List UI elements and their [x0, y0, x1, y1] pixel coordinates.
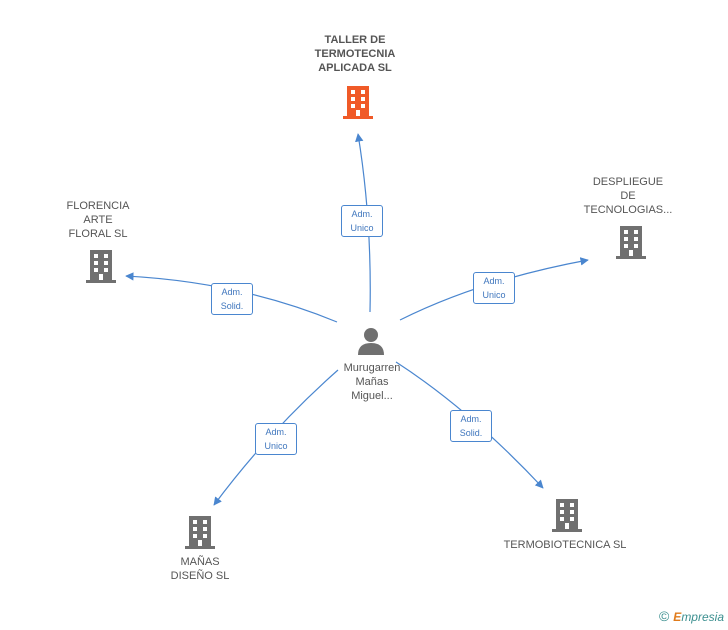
role-badge-termobiotecnica[interactable]: Adm. Solid.	[450, 410, 492, 442]
building-icon-manas[interactable]	[184, 514, 216, 550]
building-icon-termobiotecnica[interactable]	[551, 497, 583, 533]
building-icon-despliegue[interactable]	[615, 224, 647, 260]
role-badge-florencia[interactable]: Adm. Solid.	[211, 283, 253, 315]
brand-logo-letter: E	[673, 610, 682, 624]
person-icon[interactable]	[357, 326, 385, 356]
company-label-taller[interactable]: TALLER DE TERMOTECNIA APLICADA SL	[314, 34, 396, 74]
role-badge-taller[interactable]: Adm. Unico	[341, 205, 383, 237]
company-label-despliegue[interactable]: DESPLIEGUE DE TECNOLOGIAS...	[583, 176, 673, 216]
company-label-termobiotecnica[interactable]: TERMOBIOTECNICA SL	[503, 539, 627, 551]
company-label-florencia[interactable]: FLORENCIA ARTE FLORAL SL	[66, 200, 130, 240]
copyright-icon: ©	[658, 608, 670, 624]
building-icon-florencia[interactable]	[85, 248, 117, 284]
role-badge-manas[interactable]: Adm. Unico	[255, 423, 297, 455]
role-badge-despliegue[interactable]: Adm. Unico	[473, 272, 515, 304]
company-label-manas[interactable]: MAÑAS DISEÑO SL	[170, 556, 230, 582]
building-icon-taller[interactable]	[342, 84, 374, 120]
brand-logo-text: mpresia	[681, 610, 724, 624]
footer-brand[interactable]: ©Empresia	[659, 608, 724, 624]
person-name[interactable]: Murugarren Mañas Miguel...	[343, 362, 401, 402]
